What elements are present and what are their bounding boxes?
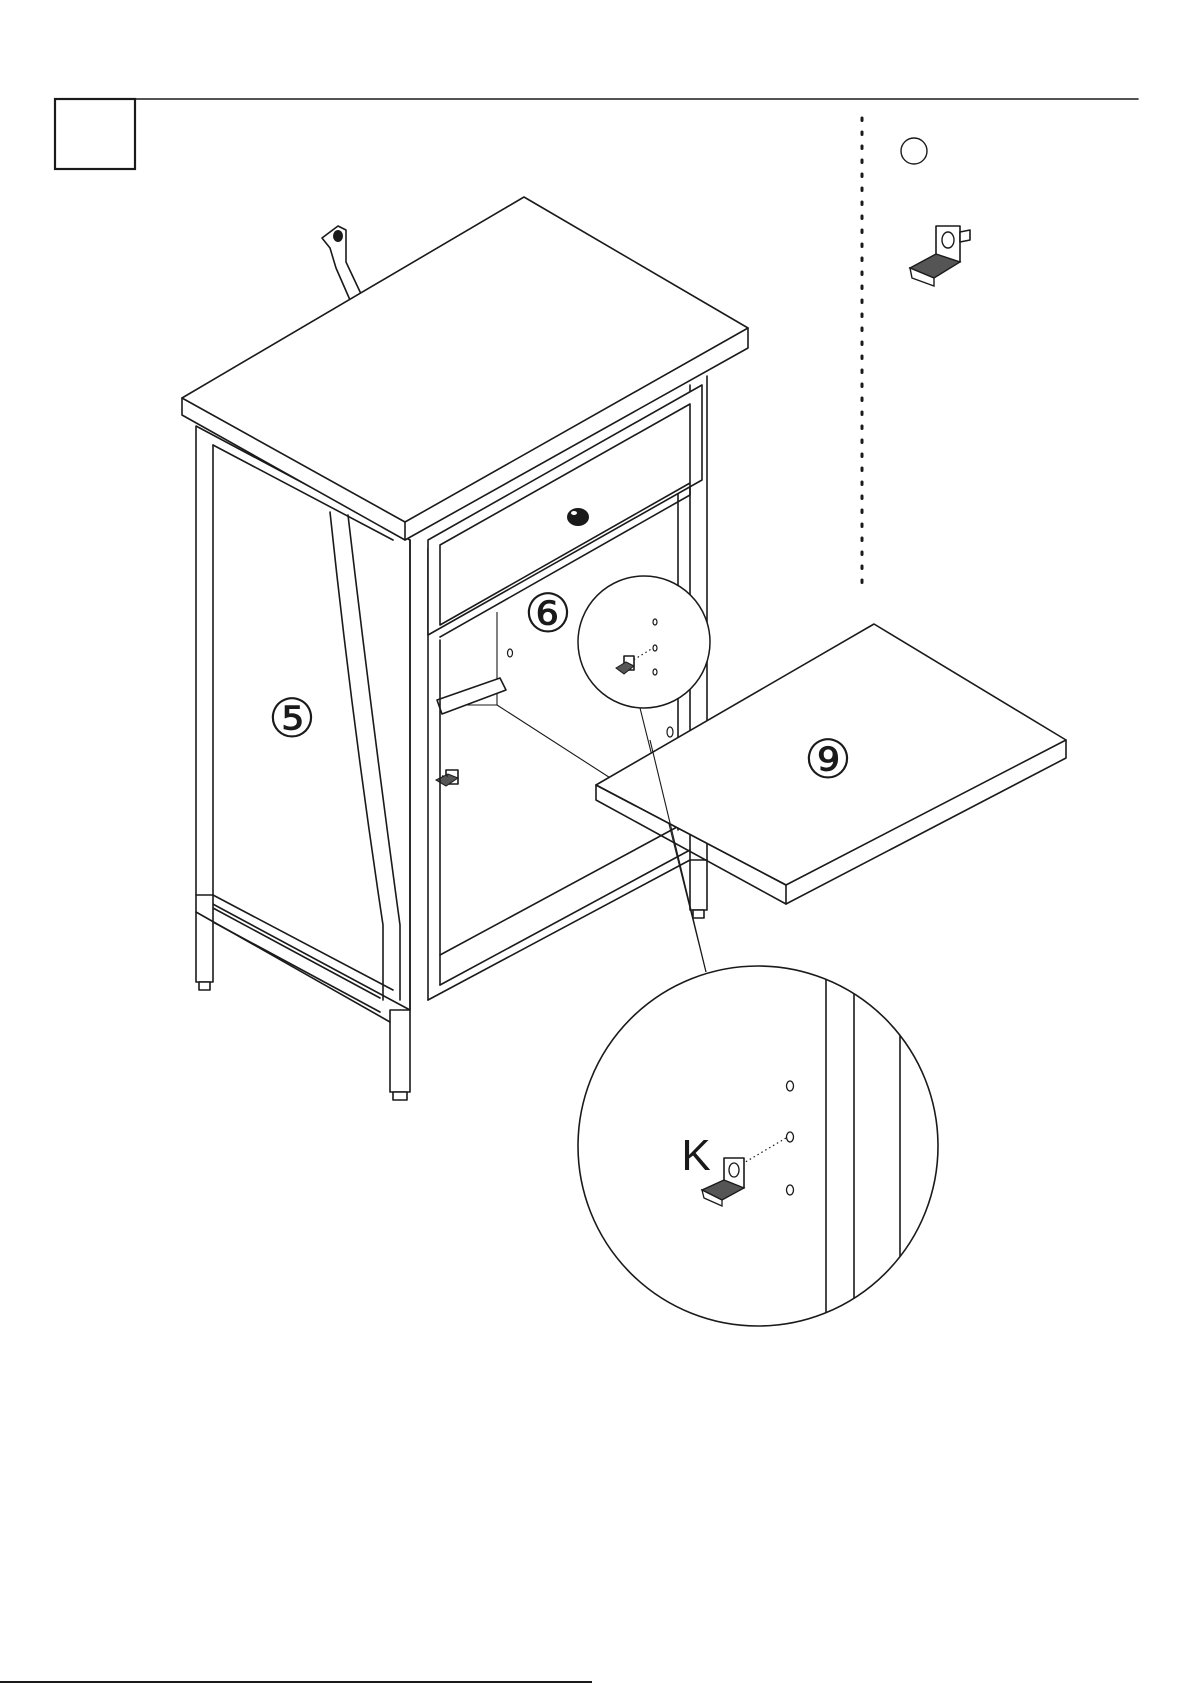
leg-front-left (390, 1010, 410, 1092)
hardware-letter-circle (901, 138, 927, 164)
shelf-pin-hole-lower (787, 1185, 794, 1195)
cabinet (182, 197, 748, 1100)
leg-rear-left (196, 895, 213, 982)
detail-callout-large: K (578, 960, 938, 1340)
hardware-list (862, 118, 970, 585)
shelf-bracket-icon (910, 226, 970, 286)
step-header (55, 99, 1138, 169)
strap-screw-hole (333, 230, 343, 242)
shelf-label: ⑨ (804, 730, 852, 790)
leg-front-right (690, 860, 707, 910)
drawer-knob (567, 508, 589, 526)
back-panel-label: ⑥ (524, 584, 572, 644)
bracket-letter-label: K (681, 1131, 710, 1180)
shelf-pin-hole-upper (787, 1081, 794, 1091)
detail-callout-small (578, 576, 710, 708)
step-number-box (55, 99, 135, 169)
side-panel-label: ⑤ (268, 689, 316, 749)
shelf-pin-hole-middle (787, 1132, 794, 1142)
